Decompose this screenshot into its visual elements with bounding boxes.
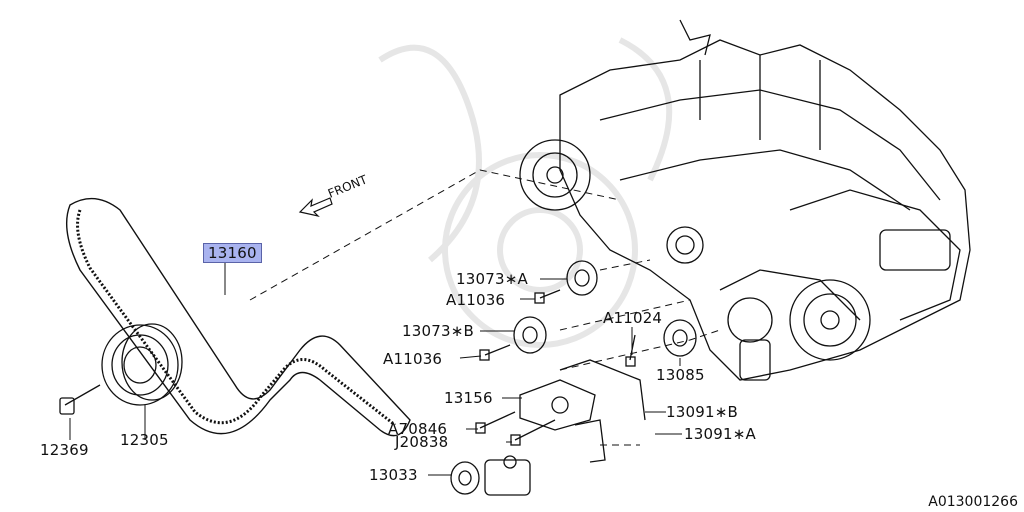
part-label-13156[interactable]: 13156	[444, 389, 493, 407]
tensioner-13033	[450, 455, 531, 496]
idler-13085	[663, 319, 697, 357]
part-label-12305[interactable]: 12305	[120, 431, 169, 449]
part-label-13085[interactable]: 13085	[656, 366, 705, 384]
part-label-a70846[interactable]: A70846	[388, 420, 448, 438]
part-label-a11024[interactable]: A11024	[603, 309, 663, 327]
part-label-13073b[interactable]: 13073∗B	[402, 322, 474, 340]
idler-13073b	[513, 316, 547, 354]
idler-13073a	[566, 260, 598, 296]
front-arrow-icon	[298, 197, 333, 218]
part-label-13091b[interactable]: 13091∗B	[666, 403, 738, 421]
part-label-12369[interactable]: 12369	[40, 441, 89, 459]
leader-lines	[249, 169, 721, 446]
diagram-code: A013001266	[928, 494, 1018, 510]
crank-bolt-12369	[59, 384, 101, 415]
part-label-13073a[interactable]: 13073∗A	[456, 270, 528, 288]
part-label-13160[interactable]: 13160	[203, 243, 262, 263]
label-leaders	[69, 262, 682, 476]
crank-pulley-12305	[101, 323, 183, 406]
part-label-j20838[interactable]: J20838	[395, 433, 449, 451]
part-label-a11036-lower[interactable]: A11036	[383, 350, 443, 368]
part-label-13091a[interactable]: 13091∗A	[684, 425, 756, 443]
watermark-logo	[378, 37, 673, 348]
tensioner-13156	[519, 359, 646, 463]
part-label-a11036-upper[interactable]: A11036	[446, 291, 506, 309]
front-label: FRONT	[326, 172, 370, 201]
engine-block	[519, 19, 971, 381]
timing-belt	[65, 197, 411, 437]
part-label-13033[interactable]: 13033	[369, 466, 418, 484]
